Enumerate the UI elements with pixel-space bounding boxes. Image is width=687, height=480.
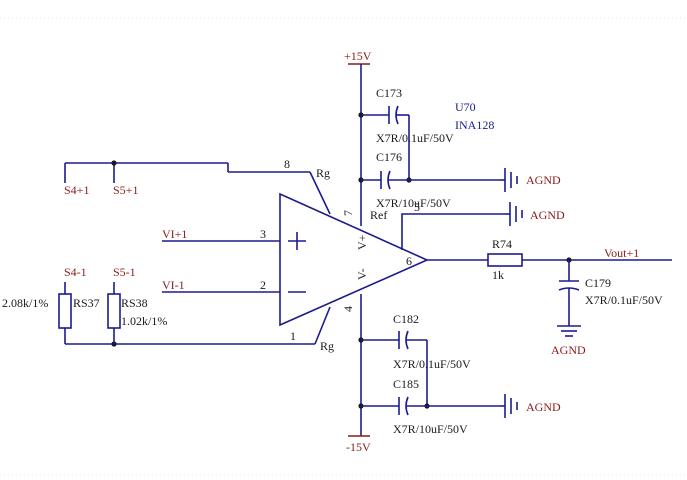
net-s5-plus: S5+1 — [113, 183, 138, 197]
rs37-ref: RS37 — [73, 296, 100, 310]
capacitor-c179[interactable]: C179 X7R/0.1uF/50V — [558, 260, 663, 326]
c185-value: X7R/10uF/50V — [393, 422, 468, 436]
vminus-label: V- — [355, 268, 369, 280]
agnd-label-bottom: AGND — [526, 400, 561, 414]
ref-net: 5 AGND — [401, 200, 565, 250]
c182-ref: C182 — [393, 312, 419, 326]
net-s4-minus: S4-1 — [64, 265, 87, 279]
agnd-symbol-bottom: AGND — [500, 394, 561, 418]
rg-bottom-label: Rg — [320, 339, 334, 353]
agnd-label-ref: AGND — [530, 208, 565, 222]
ina128-amplifier[interactable]: U70 INA128 Ref V+ V- — [279, 100, 494, 327]
capacitor-c173[interactable]: C173 X7R/0.1uF/50V — [361, 86, 454, 183]
c176-value: X7R/10uF/50V — [376, 196, 451, 210]
pin-5-number: 5 — [414, 200, 420, 214]
capacitor-c185[interactable]: C185 X7R/10uF/50V — [361, 377, 500, 436]
net-vi-minus: VI-1 — [162, 278, 185, 292]
vpos-rail: +15V — [344, 49, 372, 196]
pin-2-number: 2 — [260, 278, 266, 292]
net-s5-minus: S5-1 — [113, 265, 136, 279]
rg-top-label: Rg — [316, 166, 330, 180]
pin-6-number: 6 — [406, 254, 412, 268]
pin-7-number: 7 — [341, 210, 355, 216]
capacitor-c176[interactable]: C176 X7R/10uF/50V — [361, 150, 500, 210]
net-vi-plus: VI+1 — [162, 227, 187, 241]
capacitor-c182[interactable]: C182 X7R/0.1uF/50V — [361, 312, 471, 409]
rg-bottom-net: 1 Rg — [65, 306, 334, 353]
c185-ref: C185 — [393, 377, 419, 391]
agnd-label-top: AGND — [526, 173, 561, 187]
u70-part: INA128 — [455, 118, 494, 132]
vpos-label: +15V — [344, 49, 372, 63]
r74-value: 1k — [492, 268, 504, 282]
grid — [0, 17, 687, 476]
c173-value: X7R/0.1uF/50V — [376, 131, 454, 145]
net-s4-plus: S4+1 — [64, 183, 89, 197]
pin-1-number: 1 — [290, 329, 296, 343]
c179-ref: C179 — [585, 276, 611, 290]
resistor-r74[interactable]: R74 1k — [487, 237, 523, 282]
r74-ref: R74 — [492, 237, 512, 251]
pin-8-number: 8 — [284, 157, 290, 171]
agnd-symbol-top: AGND — [500, 168, 561, 192]
resistor-rs38[interactable]: S5-1 RS38 1.02k/1% — [107, 265, 167, 344]
vi-plus-net: VI+1 3 — [162, 227, 280, 242]
rs38-ref: RS38 — [121, 296, 148, 310]
c179-value: X7R/0.1uF/50V — [585, 293, 663, 307]
ref-label: Ref — [370, 208, 387, 222]
agnd-label-output: AGND — [551, 343, 586, 357]
vplus-label: V+ — [355, 234, 369, 250]
output-net: 6 Vout+1 — [406, 246, 672, 268]
net-vout: Vout+1 — [604, 246, 639, 260]
rs38-value: 1.02k/1% — [121, 314, 167, 328]
vneg-rail: 4 -15V — [341, 294, 371, 454]
c176-ref: C176 — [376, 150, 402, 164]
vi-minus-net: VI-1 2 — [162, 278, 280, 293]
agnd-symbol-output: AGND — [551, 325, 586, 357]
c182-value: X7R/0.1uF/50V — [393, 357, 471, 371]
rs37-value: 2.08k/1% — [2, 296, 48, 310]
vneg-label: -15V — [346, 440, 371, 454]
pin-3-number: 3 — [260, 227, 266, 241]
pin-4-number: 4 — [341, 306, 355, 312]
resistor-rs37[interactable]: S4-1 RS37 2.08k/1% — [2, 265, 100, 344]
rg-top-net: 8 Rg S4+1 S5+1 — [64, 157, 331, 215]
c173-ref: C173 — [376, 86, 402, 100]
u70-designator: U70 — [455, 100, 476, 114]
